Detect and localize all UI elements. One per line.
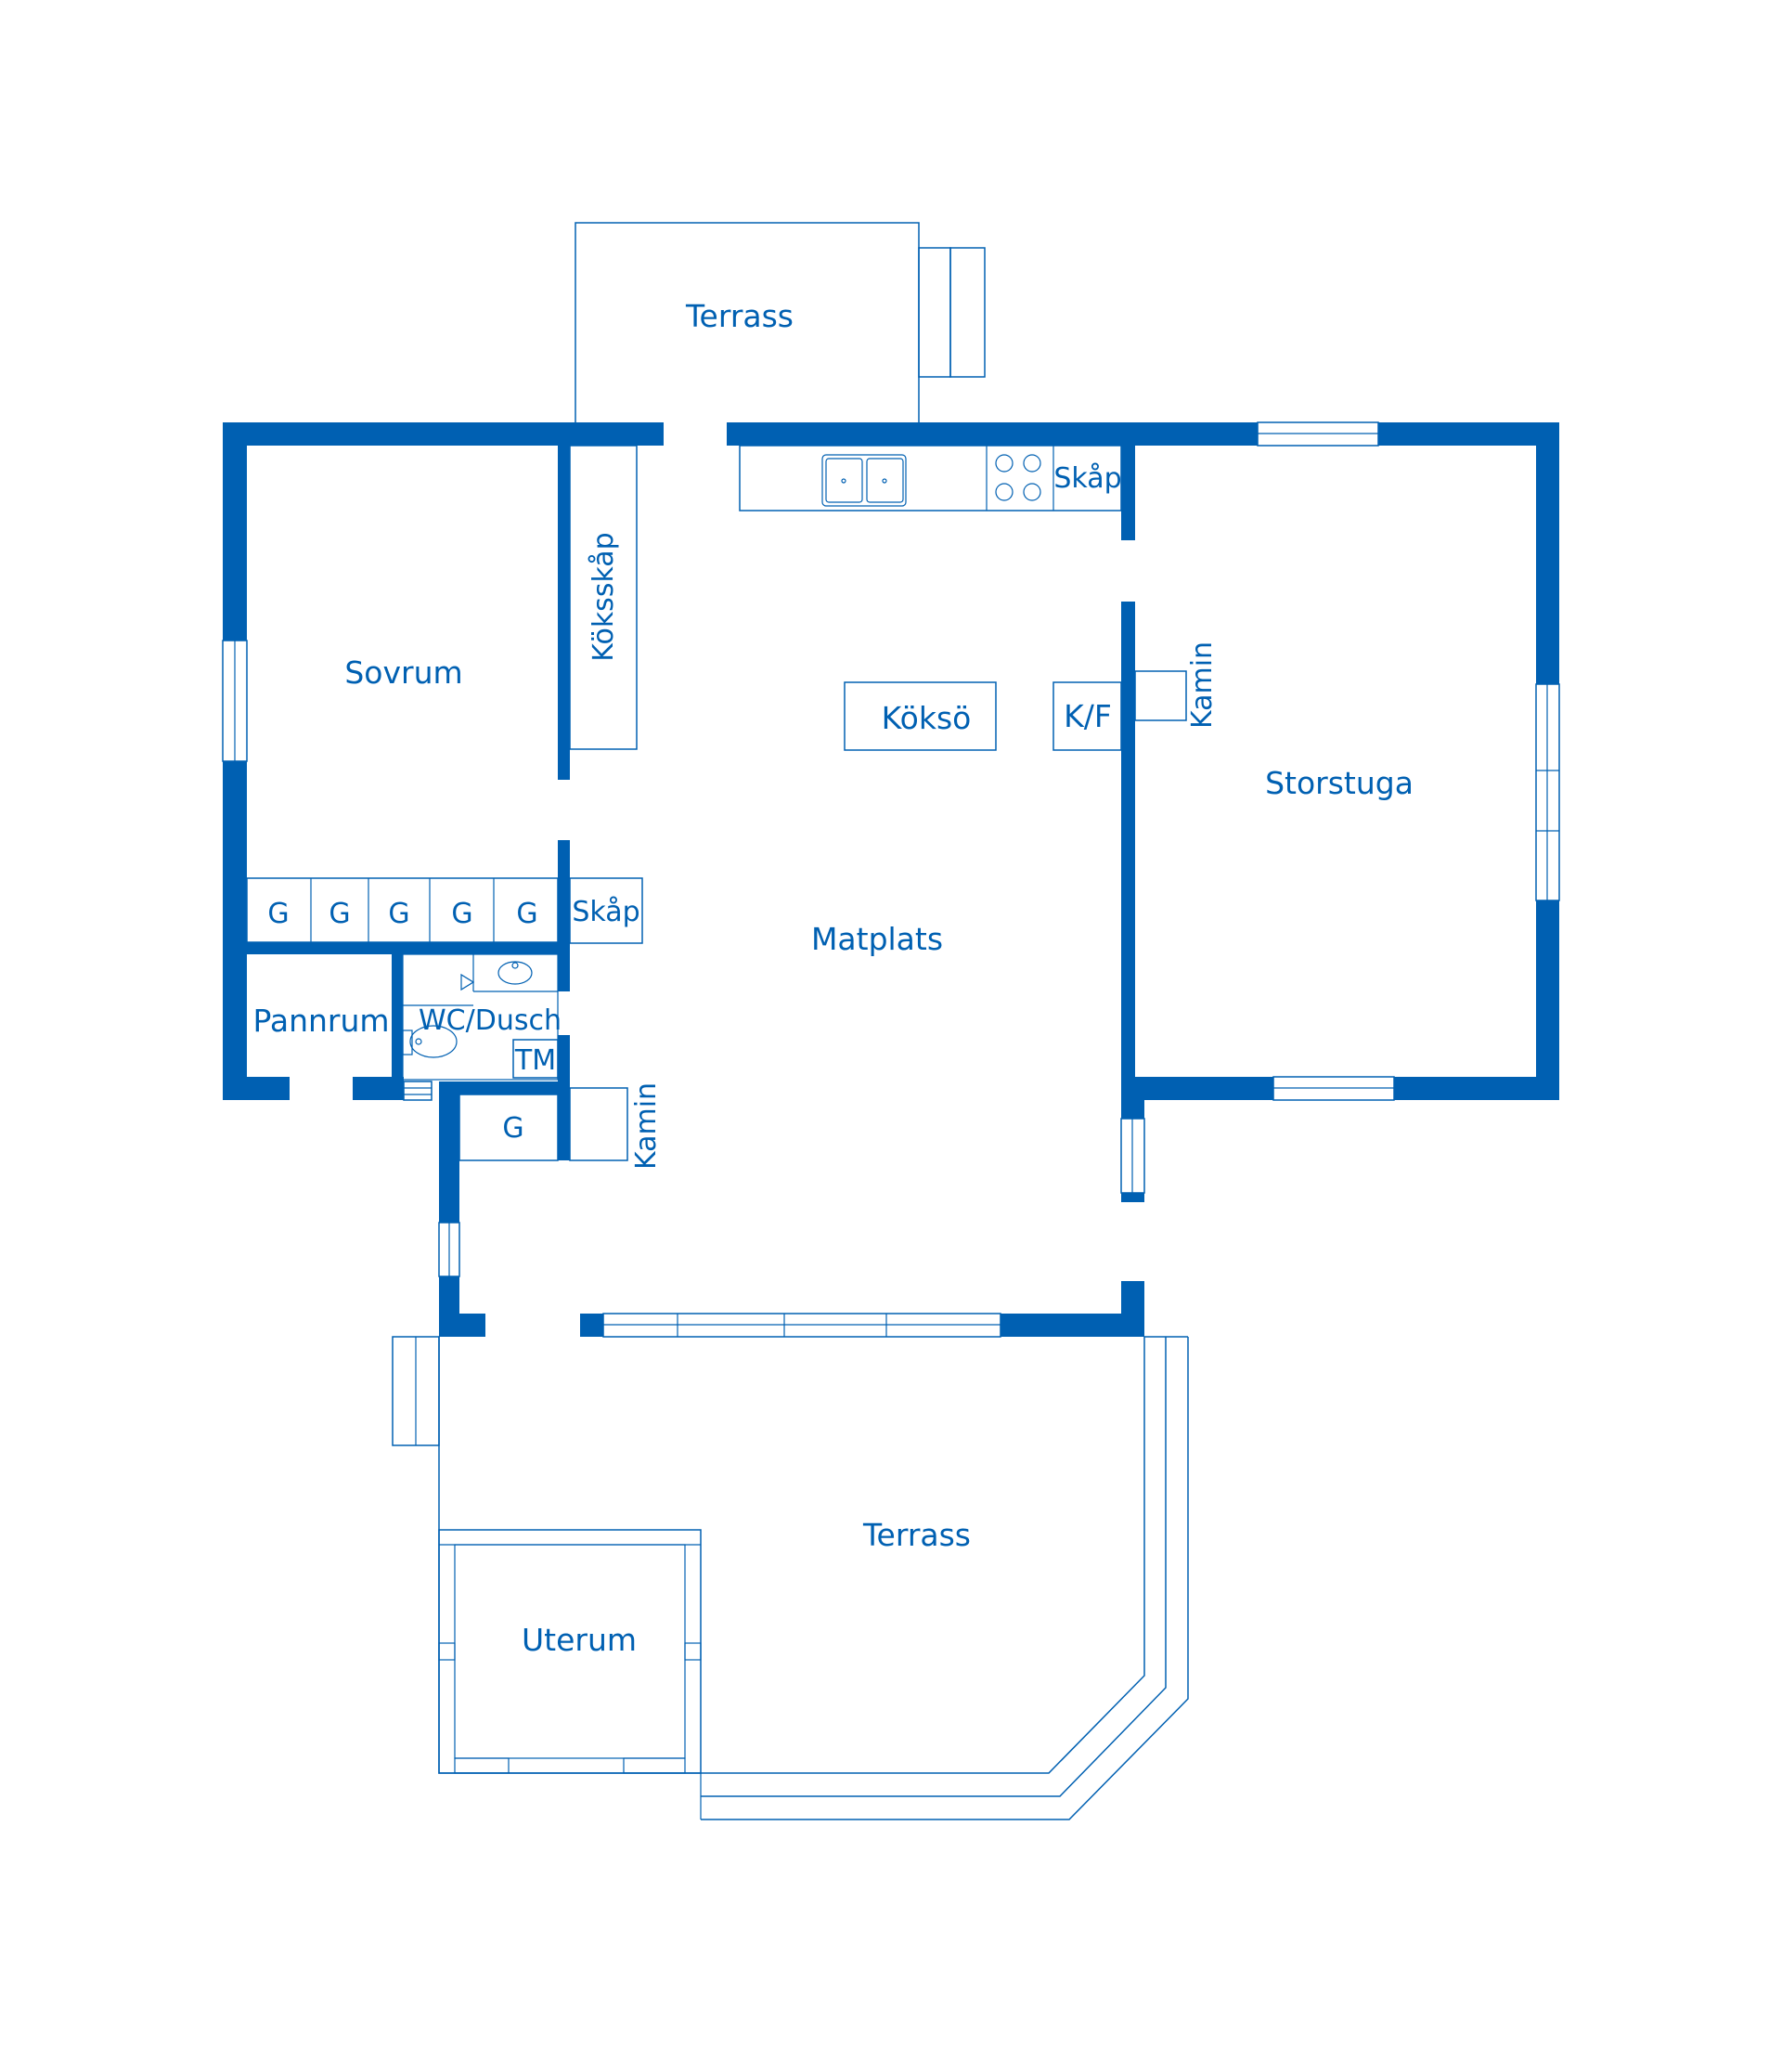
wc-fixtures [402, 953, 559, 1081]
label-wardrobe: G [451, 898, 472, 930]
top-terrace [575, 222, 986, 422]
hall-closet [458, 1094, 559, 1161]
label-wc-dusch: WC/Dusch [419, 1004, 562, 1037]
windows [222, 421, 1560, 1338]
label-storstuga: Storstuga [1265, 765, 1414, 801]
door-openings [290, 1081, 353, 1100]
label-skap-kitchen: Skåp [1053, 462, 1121, 495]
label-wardrobe: G [516, 898, 537, 930]
label-wardrobe: G [267, 898, 289, 930]
label-tm: TM [514, 1044, 556, 1077]
label-sovrum: Sovrum [344, 654, 462, 691]
koksskap-cabinet [569, 445, 638, 750]
label-terrass-bottom: Terrass [862, 1517, 971, 1553]
kitchen-island [844, 681, 997, 751]
fireplace-left [569, 1087, 628, 1161]
hall-cabinet [569, 877, 643, 944]
label-wardrobe: G [329, 898, 350, 930]
label-g-hall: G [502, 1112, 523, 1145]
label-terrass-top: Terrass [685, 298, 794, 334]
wardrobe-row [246, 877, 559, 943]
label-koksskap: Köksskåp [588, 532, 620, 661]
label-kf: K/F [1064, 698, 1112, 734]
label-skap-hall: Skåp [572, 896, 639, 928]
label-kamin-left: Kamin [630, 1082, 663, 1170]
label-uterum: Uterum [522, 1622, 637, 1658]
label-wardrobe: G [388, 898, 409, 930]
fireplace-right [1134, 670, 1187, 721]
label-pannrum: Pannrum [252, 1003, 389, 1039]
kitchen-counter [739, 445, 1122, 512]
bottom-terrace [392, 1336, 1189, 1820]
fridge-freezer [1052, 681, 1122, 751]
label-kamin-right: Kamin [1186, 641, 1219, 729]
walls [223, 422, 1559, 1337]
uterum-structure [438, 1529, 702, 1774]
label-matplats: Matplats [811, 921, 943, 957]
label-kokso: Köksö [882, 700, 972, 736]
